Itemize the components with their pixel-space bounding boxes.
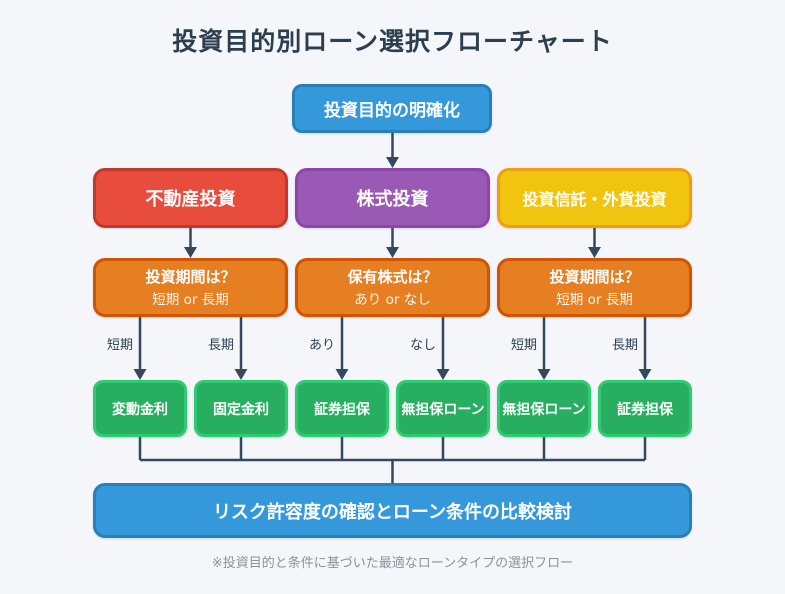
question-text: 保有株式は？ (347, 267, 438, 286)
node-result-unsecured-loan-left: 無担保ローン (396, 380, 490, 437)
result-merge-lines (138, 437, 647, 484)
branch-label-chouki-left: 長期 (207, 338, 234, 353)
footer-note: ※投資目的と条件に基づいた最適なローンタイプの選択フロー (211, 556, 574, 571)
node-result-securities-collateral-left: 証券担保 (295, 380, 389, 437)
node-end: リスク許容度の確認とローン条件の比較検討 (93, 483, 692, 538)
branch-label-tanki-left: 短期 (106, 338, 133, 353)
arrow-start-to-stocks (386, 133, 399, 168)
question-text: 投資期間は？ (145, 267, 236, 286)
node-category-stocks: 株式投資 (295, 168, 490, 228)
branch-arrow-chouki-left (234, 317, 248, 380)
page-title: 投資目的別ローン選択フローチャート (172, 27, 613, 56)
branch-arrow-ari (335, 317, 349, 380)
branch-arrow-chouki-right (638, 317, 652, 380)
node-result-variable-rate: 変動金利 (93, 380, 187, 437)
branch-arrow-nashi (436, 317, 450, 380)
node-result-unsecured-loan-right: 無担保ローン (497, 380, 591, 437)
arrow-stocks-to-question (386, 228, 399, 258)
arrow-fundsforex-to-question (588, 228, 601, 258)
branch-arrow-tanki-right (537, 317, 551, 380)
node-category-funds-forex: 投資信託・外貨投資 (497, 168, 692, 228)
arrow-realestate-to-question (184, 228, 197, 258)
branch-label-nashi: なし (409, 338, 436, 353)
branch-label-ari: あり (308, 338, 335, 353)
node-question-held-stocks: 保有株式は？ あり or なし (295, 258, 490, 317)
node-category-real-estate: 不動産投資 (93, 168, 288, 228)
question-options: あり or なし (354, 291, 431, 308)
node-question-investment-period-right: 投資期間は？ 短期 or 長期 (497, 258, 692, 317)
branch-label-chouki-right: 長期 (611, 338, 638, 353)
branch-label-tanki-right: 短期 (510, 338, 537, 353)
question-text: 投資期間は？ (549, 267, 640, 286)
question-options: 短期 or 長期 (152, 291, 229, 308)
node-result-fixed-rate: 固定金利 (194, 380, 288, 437)
question-options: 短期 or 長期 (556, 291, 633, 308)
node-result-securities-collateral-right: 証券担保 (598, 380, 692, 437)
node-start: 投資目的の明確化 (292, 84, 492, 133)
node-question-investment-period-left: 投資期間は？ 短期 or 長期 (93, 258, 288, 317)
branch-arrow-tanki-left (133, 317, 147, 380)
